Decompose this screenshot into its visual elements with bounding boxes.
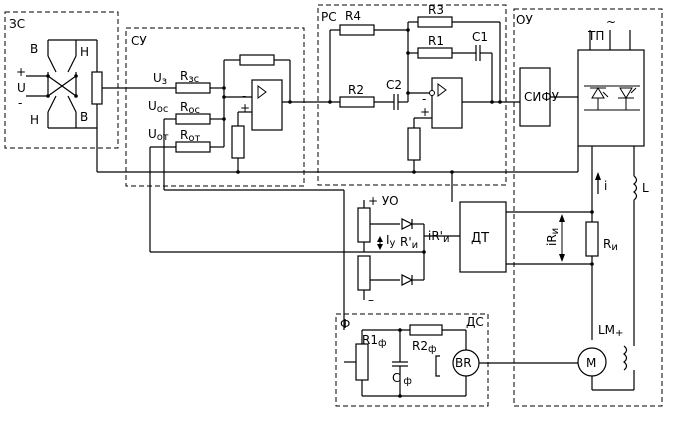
uo-dt: ДТ	[471, 231, 489, 246]
resistor-su-feedback	[239, 54, 275, 66]
summing-unit	[102, 54, 318, 172]
rs-input-resistor	[407, 127, 421, 161]
block-ou-border	[513, 8, 663, 407]
rs-minus: -	[422, 92, 426, 106]
zs-switch-h-top: Н	[80, 45, 89, 59]
sifu-block	[519, 67, 551, 127]
block-zs-border	[4, 11, 119, 149]
ou-motor: M	[586, 356, 596, 370]
zs-minus: -	[18, 96, 22, 110]
rs-r1: R1	[428, 34, 444, 48]
rs-c1: C1	[472, 30, 488, 44]
su-r-ot: Rот	[180, 128, 200, 144]
diode-top	[401, 218, 414, 230]
ou-r-i: Rи	[603, 237, 618, 253]
setpoint-potentiometer	[91, 71, 103, 105]
su-u-os: Uос	[148, 99, 168, 115]
zs-switch-b-top: В	[30, 42, 38, 56]
su-plus: +	[240, 101, 250, 115]
zs-switch-b-bot: В	[80, 110, 88, 124]
ou-ac: ~	[606, 15, 616, 29]
label-su: СУ	[131, 34, 147, 48]
filter-r1-label: R1ф	[362, 333, 387, 349]
plant	[519, 30, 645, 391]
ou-l: L	[642, 181, 649, 195]
label-zs: ЗС	[9, 17, 25, 31]
su-op-amp	[251, 79, 283, 131]
label-rs: РС	[321, 10, 337, 24]
uo-potentiometer-top	[357, 207, 371, 243]
rs-c2: C2	[386, 78, 402, 92]
thyristor-converter	[577, 49, 645, 147]
filter-r2	[409, 324, 443, 336]
ou-lm: LM+	[598, 323, 623, 339]
su-r-zs: Rзс	[180, 69, 199, 85]
su-u-ot: Uот	[148, 127, 169, 143]
zs-plus: +	[16, 65, 26, 79]
rs-op-amp	[431, 77, 463, 129]
su-input-resistor	[231, 125, 245, 159]
ou-i: i	[604, 179, 607, 193]
resistor-rs-r4	[339, 24, 375, 36]
ou-sifu: СИФУ	[524, 90, 560, 104]
resistor-rs-r3	[417, 16, 453, 28]
speed-sensor-filter	[96, 118, 579, 398]
block-f-ds-border	[335, 313, 489, 407]
resistor-rs-r2	[339, 96, 375, 108]
shunt-resistor	[585, 221, 599, 257]
su-u-z: Uз	[153, 71, 167, 87]
uo-minus: –	[368, 293, 374, 307]
resistor-rs-r1	[417, 47, 453, 59]
uo-ir-i: iRи	[545, 228, 561, 246]
rs-r3: R3	[428, 3, 444, 17]
speed-regulator	[318, 16, 520, 172]
su-minus: -	[242, 89, 246, 103]
filter-br-label: BR	[455, 356, 472, 370]
current-limiter	[149, 146, 592, 300]
rs-plus: +	[420, 105, 430, 119]
current-sensor-dt	[459, 201, 507, 273]
uo-potentiometer-bottom	[357, 255, 371, 291]
uo-label: + УО	[368, 194, 399, 208]
label-f: Ф	[340, 317, 350, 331]
block-su-border	[125, 27, 305, 187]
label-ou: ОУ	[516, 13, 533, 27]
rs-r2: R2	[348, 83, 364, 97]
uo-i-y: Iу	[386, 233, 396, 249]
filter-r1	[355, 343, 369, 381]
filter-r2-label: R2ф	[412, 339, 437, 355]
diode-bottom	[401, 274, 414, 286]
zs-switch-h-bot: Н	[30, 113, 39, 127]
zs-u: U	[17, 81, 26, 95]
uo-ir-i-prime: iR'и	[428, 229, 449, 245]
label-ds: ДС	[466, 315, 484, 329]
su-r-os: Rос	[180, 100, 200, 116]
setpoint-source	[26, 39, 103, 129]
rs-r4: R4	[345, 9, 361, 23]
uo-r-i-prime: R'и	[400, 235, 418, 251]
ou-tp: ТП	[587, 29, 604, 43]
